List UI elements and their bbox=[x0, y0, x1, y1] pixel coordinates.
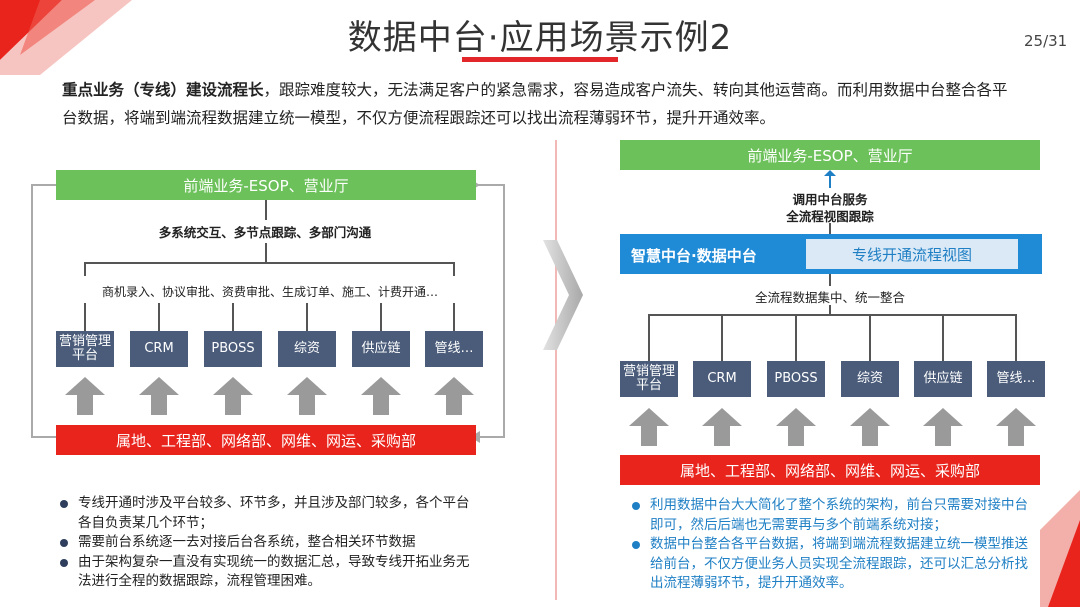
left-interaction-label: 多系统交互、多节点跟踪、多部门沟通 bbox=[158, 225, 372, 240]
left-system-link bbox=[84, 303, 86, 331]
right-up-arrow bbox=[776, 408, 816, 446]
right-branch-line bbox=[648, 314, 1016, 316]
right-system-box: PBOSS bbox=[767, 361, 825, 397]
left-bullet-item: 由于架构复杂一直没有实现统一的数据汇总，导致专线开拓业务无法进行全程的数据跟踪，… bbox=[58, 553, 478, 592]
process-view-box: 专线开通流程视图 bbox=[806, 239, 1018, 269]
left-system-box: PBOSS bbox=[204, 331, 262, 367]
right-system-link bbox=[648, 314, 650, 361]
left-branch-line bbox=[84, 262, 454, 264]
corner-decoration-bottom-right bbox=[1040, 490, 1080, 607]
left-steps-label: 商机录入、协议审批、资费审批、生成订单、施工、计费开通… bbox=[101, 285, 438, 299]
right-system-box: 综资 bbox=[841, 361, 899, 397]
left-up-arrow bbox=[213, 377, 253, 415]
right-collect-label: 全流程数据集中、统一整合 bbox=[754, 290, 905, 305]
left-system-box: CRM bbox=[130, 331, 188, 367]
intro-paragraph: 重点业务（专线）建设流程长，跟踪难度较大，无法满足客户的紧急需求，容易造成客户流… bbox=[62, 76, 1022, 132]
right-bullet-item: 利用数据中台大大简化了整个系统的架构，前台只需要对接中台即可，然后后端也无需要再… bbox=[630, 496, 1030, 535]
right-service-label: 调用中台服务 bbox=[792, 192, 868, 207]
left-system-link bbox=[380, 303, 382, 331]
transition-chevron-icon bbox=[543, 240, 583, 350]
title-underline bbox=[462, 57, 618, 62]
right-up-arrow bbox=[629, 408, 669, 446]
right-bullet-list: 利用数据中台大大简化了整个系统的架构，前台只需要对接中台即可，然后后端也无需要再… bbox=[630, 496, 1030, 594]
right-system-box: 营销管理平台 bbox=[620, 361, 678, 397]
right-system-link bbox=[721, 314, 723, 361]
right-connector bbox=[829, 305, 831, 315]
right-departments-bar: 属地、工程部、网络部、网维、网运、采购部 bbox=[620, 455, 1040, 485]
left-bullet-item: 专线开通时涉及平台较多、环节多，并且涉及部门较多，各个平台各自负责某几个环节； bbox=[58, 494, 478, 533]
left-connector bbox=[265, 243, 267, 263]
left-system-box: 管线… bbox=[425, 331, 483, 367]
right-connector bbox=[829, 274, 831, 286]
left-up-arrow bbox=[361, 377, 401, 415]
panel-divider bbox=[555, 140, 557, 600]
data-middle-platform-label: 智慧中台·数据中台 bbox=[631, 247, 757, 265]
right-system-box: CRM bbox=[693, 361, 751, 397]
left-system-link bbox=[158, 303, 160, 331]
right-up-arrow bbox=[850, 408, 890, 446]
right-system-link bbox=[869, 314, 871, 361]
left-departments-bar: 属地、工程部、网络部、网维、网运、采购部 bbox=[56, 425, 476, 455]
left-up-arrow bbox=[434, 377, 474, 415]
left-up-arrow bbox=[287, 377, 327, 415]
corner-decoration-top-left bbox=[0, 0, 132, 75]
left-drop-line bbox=[84, 262, 86, 276]
right-up-arrow bbox=[702, 408, 742, 446]
right-view-label: 全流程视图跟踪 bbox=[786, 209, 874, 224]
left-system-box: 营销管理平台 bbox=[56, 331, 114, 367]
left-bullet-item: 需要前台系统逐一去对接后台各系统，整合相关环节数据 bbox=[58, 533, 478, 553]
left-up-arrow bbox=[139, 377, 179, 415]
left-connector bbox=[265, 200, 267, 220]
slide-title: 数据中台·应用场景示例2 bbox=[347, 18, 733, 58]
right-connector bbox=[829, 223, 831, 234]
right-system-box: 管线… bbox=[987, 361, 1045, 397]
right-up-arrow bbox=[923, 408, 963, 446]
right-bullet-item: 数据中台整合各平台数据，将端到端流程数据建立统一模型推送给前台，不仅方便业务人员… bbox=[630, 535, 1030, 594]
page-number: 25/31 bbox=[1024, 32, 1068, 50]
left-system-box: 综资 bbox=[278, 331, 336, 367]
right-service-arrow bbox=[824, 170, 836, 188]
right-system-link bbox=[795, 314, 797, 361]
left-system-link bbox=[453, 303, 455, 331]
left-drop-line bbox=[453, 262, 455, 276]
left-frontend-bar: 前端业务-ESOP、营业厅 bbox=[56, 170, 476, 200]
left-up-arrow bbox=[65, 377, 105, 415]
right-system-link bbox=[942, 314, 944, 361]
right-system-box: 供应链 bbox=[914, 361, 972, 397]
intro-highlight: 重点业务（专线）建设流程长 bbox=[62, 81, 264, 99]
right-up-arrow bbox=[996, 408, 1036, 446]
right-frontend-bar: 前端业务-ESOP、营业厅 bbox=[620, 140, 1040, 170]
left-system-link bbox=[306, 303, 308, 331]
left-bullet-list: 专线开通时涉及平台较多、环节多，并且涉及部门较多，各个平台各自负责某几个环节； … bbox=[58, 494, 478, 592]
left-system-link bbox=[232, 303, 234, 331]
intro-text: ，跟踪难度较大，无法满足客户的紧急需求，容易造成客户流失、转向其他运营商。而利用… bbox=[62, 81, 1008, 127]
right-system-link bbox=[1015, 314, 1017, 361]
left-system-box: 供应链 bbox=[352, 331, 410, 367]
